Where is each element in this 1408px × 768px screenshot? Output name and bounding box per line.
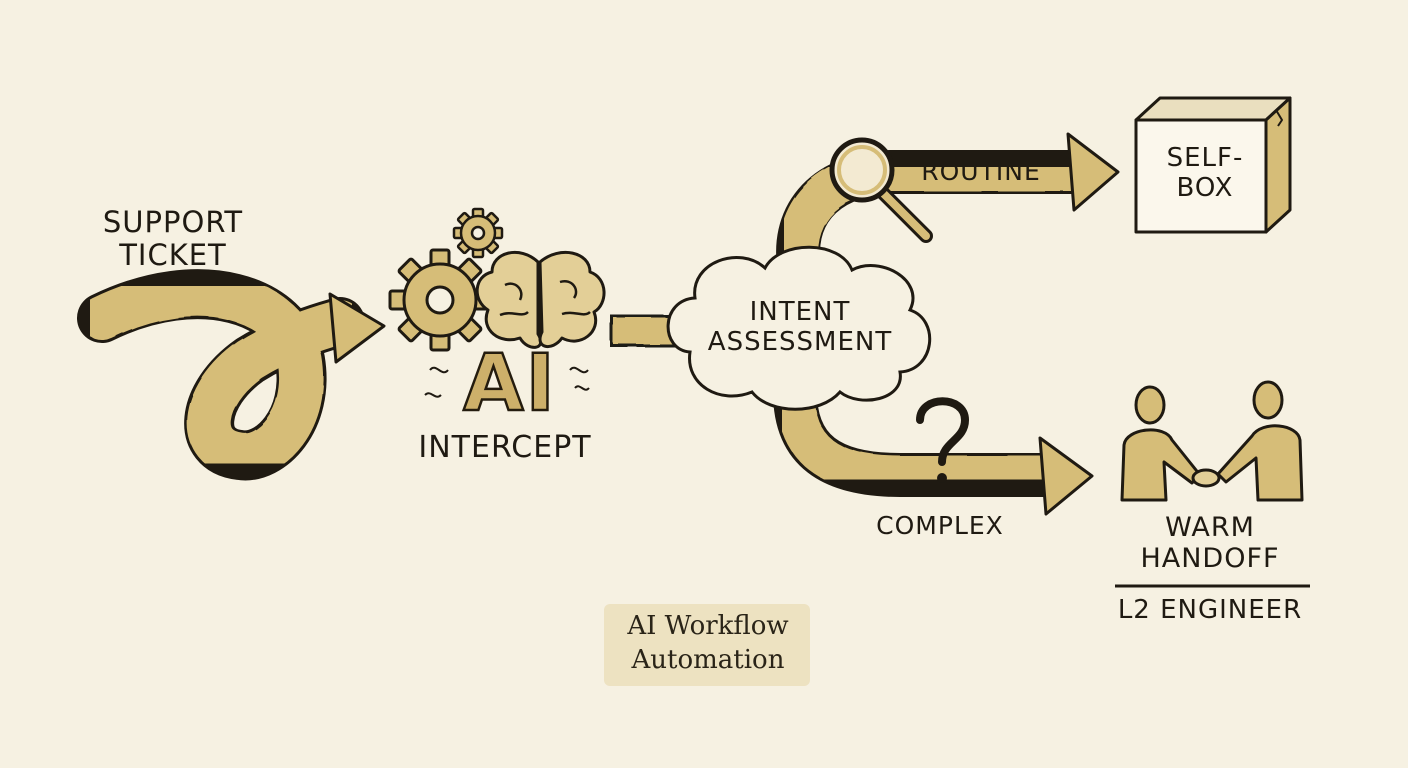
brain-icon [475, 251, 606, 349]
self-box-line-1: SELF- [1166, 143, 1244, 173]
warm-handoff-line-2: HANDOFF [1140, 543, 1280, 575]
caption: AI Workflow Automation [606, 610, 810, 678]
support-ticket-line-1: SUPPORT [102, 205, 244, 239]
support-ticket-line-2: TICKET [119, 238, 227, 273]
support-ticket-label: SUPPORT TICKET [78, 205, 268, 273]
caption-line-2: Automation [631, 644, 785, 675]
small-gear-icon [452, 207, 504, 259]
support-ticket-arrow [77, 269, 386, 481]
ai-doodle-marks [424, 366, 590, 398]
intent-assessment-label: INTENT ASSESSMENT [700, 297, 900, 358]
self-box-line-2: BOX [1176, 172, 1234, 203]
complex-arrow [773, 391, 1094, 516]
self-box-label: SELF- BOX [1143, 143, 1267, 204]
l2-engineer-label: L2 ENGINEER [1117, 595, 1303, 625]
intercept-label: INTERCEPT [418, 430, 592, 465]
large-gear-icon [388, 248, 492, 352]
intent-cloud [666, 245, 932, 411]
magnifier-icon [829, 137, 933, 243]
warm-handoff-line-1: WARM [1165, 512, 1255, 543]
routine-label: ROUTINE [921, 157, 1041, 186]
box-icon [1134, 96, 1292, 234]
question-mark-icon [916, 397, 970, 483]
intent-line-2: ASSESSMENT [707, 326, 893, 357]
warm-handoff-label: WARM HANDOFF [1110, 512, 1310, 574]
ai-label: AI [462, 338, 557, 430]
caption-background [604, 604, 810, 686]
intent-line-1: INTENT [749, 297, 851, 327]
handshake-icon [1120, 380, 1304, 502]
complex-label: COMPLEX [876, 511, 1004, 540]
caption-line-1: AI Workflow [627, 611, 789, 641]
